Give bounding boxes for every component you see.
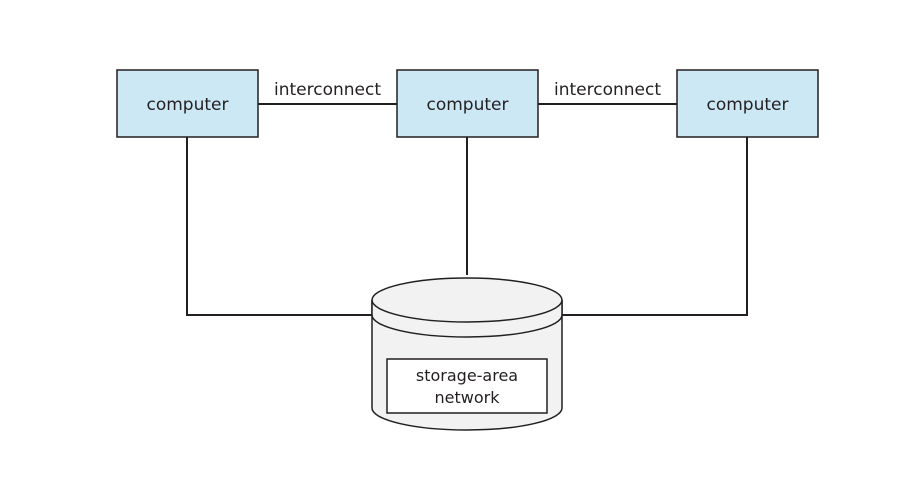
computer-node-left: computer	[116, 69, 259, 138]
computer-box	[676, 69, 819, 138]
computer-label: computer	[147, 95, 229, 115]
computer-node-middle: computer	[396, 69, 539, 138]
interconnect-label-right: interconnect	[554, 80, 661, 100]
computer-box	[116, 69, 259, 138]
computer-label: computer	[707, 95, 789, 115]
computer-node-right: computer	[676, 69, 819, 138]
cylinder-top	[371, 277, 563, 323]
storage-label-line1: storage-area	[416, 366, 518, 385]
storage-area-network-cylinder: storage-area network	[371, 277, 563, 431]
left-computer-to-storage-line	[186, 137, 372, 316]
interconnect-label-left: interconnect	[274, 80, 381, 100]
computer-box	[396, 69, 539, 138]
storage-label-line2: network	[435, 388, 501, 407]
right-computer-to-storage-line	[562, 137, 748, 316]
computer-label: computer	[427, 95, 509, 115]
storage-label-box	[386, 358, 548, 414]
